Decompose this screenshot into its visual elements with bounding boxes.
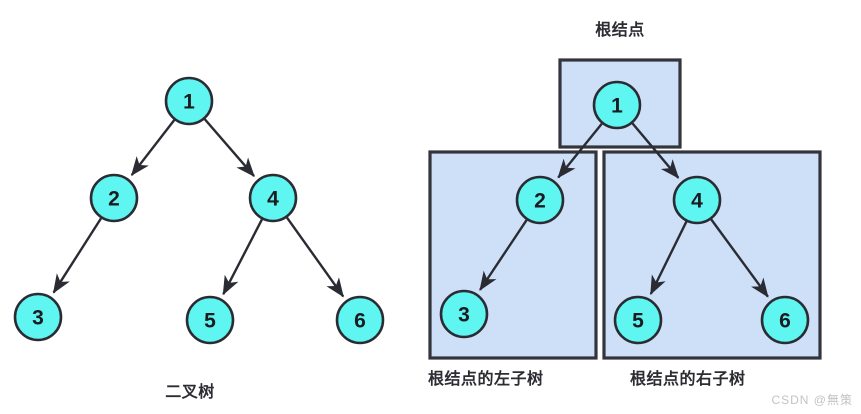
tree-edge-L2-L3 <box>52 217 103 294</box>
node-circle-1 <box>592 80 642 130</box>
tree-edge-R1-R2 <box>557 122 603 179</box>
tree-edge-R4-R5 <box>649 221 688 296</box>
tree-node-4[interactable]: 4 <box>672 175 722 225</box>
right-subtree-caption: 根结点的右子树 <box>630 371 746 388</box>
tree-node-2[interactable]: 2 <box>515 175 565 225</box>
tree-node-6[interactable]: 6 <box>335 295 385 345</box>
tree-edge-R4-R6 <box>710 218 769 298</box>
node-circle-6 <box>335 295 385 345</box>
node-circle-3 <box>439 289 489 339</box>
tree-node-1[interactable]: 1 <box>592 80 642 130</box>
node-circle-4 <box>248 173 298 223</box>
left-tree-node-group: 1 2 3 4 5 6 <box>13 76 385 345</box>
tree-edge-R1-R4 <box>631 122 680 179</box>
node-label-6: 6 <box>354 310 366 333</box>
node-circle-2 <box>515 175 565 225</box>
tree-node-5[interactable]: 5 <box>185 295 235 345</box>
node-label-6: 6 <box>779 310 791 333</box>
node-circle-5 <box>613 295 663 345</box>
node-label-4: 4 <box>691 190 703 213</box>
binary-tree-caption: 二叉树 <box>165 384 215 401</box>
node-circle-1 <box>164 76 214 126</box>
node-label-4: 4 <box>267 188 279 211</box>
tree-node-3[interactable]: 3 <box>439 289 489 339</box>
tree-node-5[interactable]: 5 <box>613 295 663 345</box>
tree-edge-L1-L2 <box>130 119 176 177</box>
node-label-1: 1 <box>183 91 195 114</box>
node-label-2: 2 <box>534 190 546 213</box>
left-tree-edge-group <box>52 118 345 298</box>
right-tree-node-group: 1 2 3 4 5 6 <box>439 80 810 345</box>
csdn-watermark: CSDN @無策 <box>771 393 853 407</box>
tree-node-4[interactable]: 4 <box>248 173 298 223</box>
tree-node-1[interactable]: 1 <box>164 76 214 126</box>
tree-edge-L4-L6 <box>285 216 345 298</box>
node-label-2: 2 <box>108 188 120 211</box>
node-label-3: 3 <box>458 304 470 327</box>
node-circle-5 <box>185 295 235 345</box>
right-tree-edge-group <box>479 122 769 298</box>
tree-edge-L1-L4 <box>203 118 255 177</box>
node-circle-2 <box>89 173 139 223</box>
tree-node-2[interactable]: 2 <box>89 173 139 223</box>
tree-edge-R2-R3 <box>479 219 528 291</box>
node-circle-4 <box>672 175 722 225</box>
root-node-caption: 根结点 <box>595 22 645 39</box>
node-label-3: 3 <box>32 307 44 330</box>
tree-edge-L4-L5 <box>222 218 264 296</box>
node-circle-3 <box>13 292 63 342</box>
left-subtree-caption: 根结点的左子树 <box>428 371 544 388</box>
tree-node-6[interactable]: 6 <box>760 295 810 345</box>
node-label-5: 5 <box>632 310 644 333</box>
node-circle-6 <box>760 295 810 345</box>
tree-node-3[interactable]: 3 <box>13 292 63 342</box>
node-label-5: 5 <box>204 310 216 333</box>
node-label-1: 1 <box>611 95 623 118</box>
